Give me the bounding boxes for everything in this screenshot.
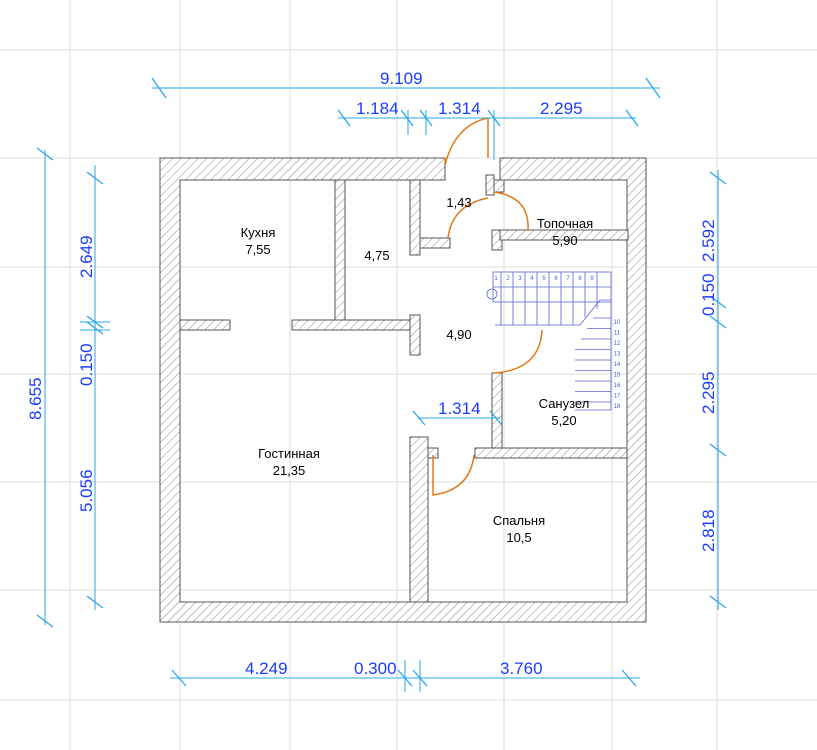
dim-top-overall: 9.109 — [380, 69, 423, 88]
room-bedroom-name: Спальня — [493, 513, 545, 528]
stair-step-number: 16 — [614, 383, 621, 389]
wall-bath-bottom — [474, 447, 628, 459]
room-vestibule-area: 1,43 — [446, 195, 471, 210]
room-boiler-area: 5,90 — [552, 233, 577, 248]
stair-step-number: 12 — [614, 341, 621, 347]
door-corridor-bath — [493, 329, 543, 374]
exterior-wall — [159, 157, 647, 623]
wall-boiler-bottom — [499, 229, 629, 241]
room-corridor-area: 4,90 — [446, 327, 471, 342]
stair-step-number: 9 — [590, 276, 594, 282]
dim-left-seg-3: 5.056 — [77, 469, 96, 512]
dim-bottom-seg-2: 0.300 — [354, 659, 397, 678]
room-bedroom-area: 10,5 — [506, 530, 531, 545]
wall-living-corridor — [291, 319, 413, 331]
wall-vestibule-boiler — [485, 174, 495, 196]
stair-step-number: 11 — [614, 331, 621, 337]
stair-step-number: 13 — [614, 352, 621, 358]
room-boiler-name: Топочная — [537, 216, 593, 231]
dim-left-seg-1: 2.649 — [77, 235, 96, 278]
stair-step-number: 1 — [494, 276, 498, 282]
stair-step-number: 2 — [506, 276, 510, 282]
stair-step-number: 6 — [554, 276, 558, 282]
dim-bottom-seg-1: 4.249 — [245, 659, 288, 678]
room-kitchen-name: Кухня — [241, 225, 276, 240]
wall-vestibule-right-top — [493, 179, 505, 193]
room-bathroom-area: 5,20 — [551, 413, 576, 428]
stair-step-number: 15 — [614, 373, 621, 379]
room-labels: Кухня 7,55 4,75 1,43 Топочная 5,90 4,90 … — [241, 195, 594, 545]
dim-right-seg-1: 2.592 — [699, 219, 718, 262]
room-hall-area: 4,75 — [364, 248, 389, 263]
wall-stub-corridor — [409, 314, 421, 356]
room-living-area: 21,35 — [273, 463, 306, 478]
dim-bottom-seg-3: 3.760 — [500, 659, 543, 678]
stair-step-number: 14 — [614, 362, 621, 368]
dim-left-seg-2: 0.150 — [77, 343, 96, 386]
doors — [432, 117, 543, 496]
dim-top-seg-3: 2.295 — [540, 99, 583, 118]
dimension-labels: 9.109 1.184 1.314 2.295 1.314 8.655 2.64… — [26, 69, 718, 678]
wall-bath-left — [491, 372, 503, 449]
room-living-name: Гостинная — [258, 446, 320, 461]
stair-step-number: 7 — [566, 276, 570, 282]
wall-kitchen-hall — [334, 179, 346, 321]
door-bedroom — [432, 454, 475, 496]
door-vestibule — [447, 197, 489, 239]
dim-inner-door: 1.314 — [438, 399, 481, 418]
room-kitchen-area: 7,55 — [245, 242, 270, 257]
stair-step-number: 10 — [614, 320, 621, 326]
dim-right-seg-4: 2.818 — [699, 509, 718, 552]
stair-step-number: 8 — [578, 276, 582, 282]
dim-right-seg-2: 0.150 — [699, 273, 718, 316]
wall-vestibule-bottom — [419, 237, 451, 249]
dim-right-seg-3: 2.295 — [699, 371, 718, 414]
wall-bedroom-left — [409, 436, 429, 603]
wall-hall-vestibule — [409, 179, 421, 256]
stair-step-number: 3 — [518, 276, 522, 282]
dim-left-overall: 8.655 — [26, 377, 45, 420]
door-boiler — [493, 191, 529, 231]
dim-top-seg-1: 1.184 — [356, 99, 399, 118]
stair-step-number: 4 — [530, 276, 534, 282]
dim-top-seg-2: 1.314 — [438, 99, 481, 118]
room-bathroom-name: Санузел — [539, 396, 590, 411]
dimension-lines — [36, 77, 727, 692]
walls — [159, 157, 647, 623]
wall-kitchen-living — [179, 319, 231, 331]
stair-step-number: 18 — [614, 404, 621, 410]
stair-step-number: 17 — [614, 394, 621, 400]
stair-step-number: 5 — [542, 276, 546, 282]
